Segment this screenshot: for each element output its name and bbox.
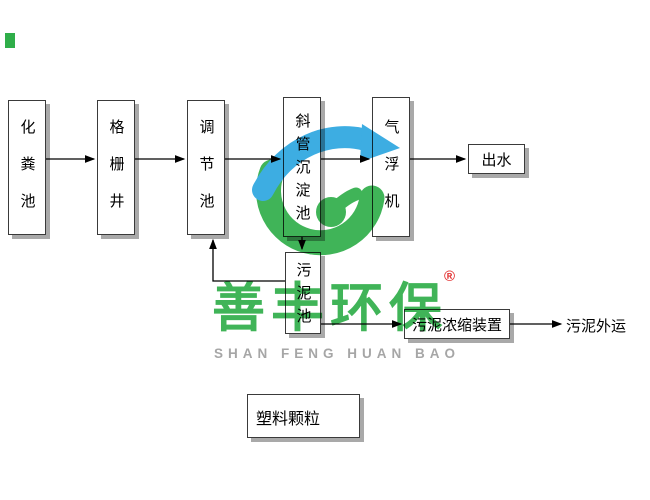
sludge-out-label: 污泥外运 [566, 318, 627, 335]
box-septic-tank: 化粪池 [8, 100, 46, 235]
corner-mark [5, 33, 15, 48]
box-effluent: 出水 [468, 144, 525, 174]
box-inclined-tube-sedimentation-tank: 斜管沉淀池 [283, 97, 321, 237]
box-sludge-tank: 污泥池 [285, 252, 321, 334]
arrow-sludge-return-to-regulating [209, 238, 285, 282]
box-grid-well: 格栅井 [97, 100, 135, 235]
box-sludge-thickening-device: 污泥浓缩装置 [404, 309, 510, 339]
box-regulating-tank: 调节池 [187, 100, 225, 235]
box-air-flotation-machine: 气浮机 [372, 97, 410, 237]
registered-trademark-icon: ® [444, 268, 456, 286]
logo-green-tail [324, 187, 363, 219]
box-plastic-granules: 塑料颗粒 [247, 394, 360, 438]
brand-name-en: SHAN FENG HUAN BAO [214, 346, 461, 361]
